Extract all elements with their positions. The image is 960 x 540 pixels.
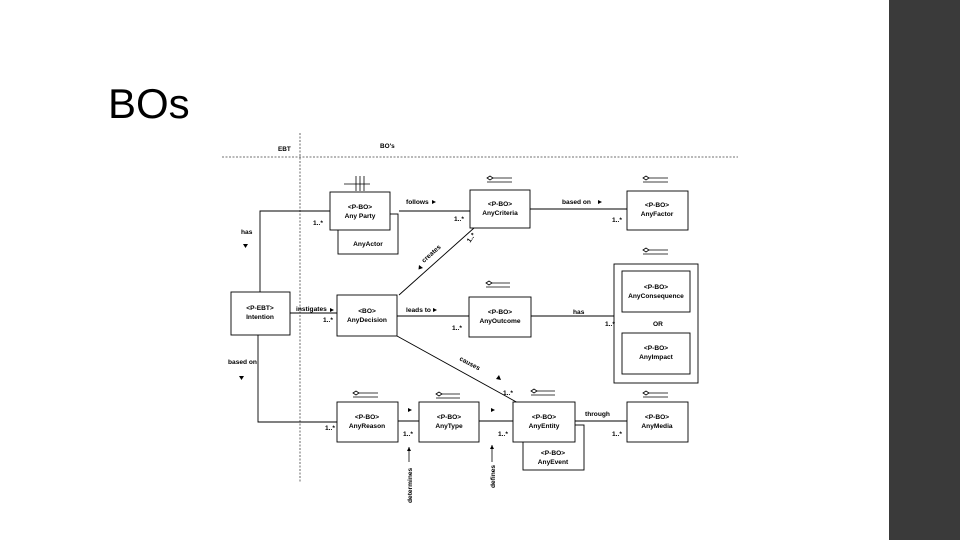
follows-arrow [432,200,436,204]
diamond-icon-reason [352,390,378,398]
mult-entity: 1..* [498,431,508,438]
based-on-top-arrow [598,200,602,204]
label-creates: creates [421,244,443,265]
box-anyoutcome[interactable] [468,296,532,338]
anyconsequence-stereotype: <P-BO> [644,284,668,291]
anydecision-stereotype: <BO> [358,308,376,315]
mult-criteria-left: 1..* [454,216,464,223]
separators [222,133,738,482]
header-bos: BO's [380,143,395,150]
anyoutcome-stereotype: <P-BO> [488,309,512,316]
label-causes: causes [458,356,481,373]
causes-arrow [496,375,501,380]
mult-media: 1..* [612,431,622,438]
box-anytype[interactable] [418,401,480,443]
anytype-name: AnyType [435,423,463,430]
mult-party: 1..* [313,220,323,227]
anymedia-name: AnyMedia [641,423,672,430]
intention-stereotype: <P-EBT> [246,305,274,312]
anyimpact-stereotype: <P-BO> [644,345,668,352]
diamond-icon-group [642,247,668,255]
label-based-on-left: based on [228,359,257,366]
box-anyconsequence[interactable] [621,270,691,313]
slide-title: BOs [108,80,190,127]
type-entity-arrow [491,408,495,412]
label-determines: determines [407,467,414,503]
diamond-icon-media [642,390,668,398]
mult-consequence: 1..* [605,321,615,328]
mult-outcome: 1..* [452,325,462,332]
label-through: through [585,411,610,418]
diamond-icon-entity [530,388,555,396]
composition-icons [344,175,668,399]
anyconsequence-name: AnyConsequence [628,293,684,300]
mult-criteria-diag: 1..* [466,232,478,244]
creates-arrow [418,265,423,270]
diamond-icon-outcome [485,280,510,288]
anyreason-stereotype: <P-BO> [355,414,379,421]
mult-decision: 1..* [323,317,333,324]
sidebar-bar [889,0,960,540]
diamond-icon-factor [642,175,668,183]
box-anycriteria[interactable] [469,189,531,229]
instigates-arrow [330,308,334,312]
has-arrow [243,244,248,248]
box-anyparty[interactable] [329,191,391,231]
box-intention[interactable] [230,291,291,336]
anyevent-stereotype: <P-BO> [541,450,565,457]
anytype-stereotype: <P-BO> [437,414,461,421]
diamond-icon-type [435,391,460,399]
label-has: has [241,229,253,236]
anymedia-stereotype: <P-BO> [645,414,669,421]
box-anyreason[interactable] [336,401,399,443]
anydecision-name: AnyDecision [347,317,387,324]
label-based-on-top: based on [562,199,591,206]
fork-icon [344,176,370,191]
anyevent-name: AnyEvent [538,459,569,466]
label-has-right: has [573,309,585,316]
label-instigates: instigates [296,306,327,313]
header-ebt: EBT [278,146,291,153]
anyreason-name: AnyReason [349,423,385,430]
anyfactor-name: AnyFactor [641,211,674,218]
anycriteria-name: AnyCriteria [482,210,518,217]
box-anyentity[interactable] [512,401,576,443]
box-anymedia[interactable] [626,401,689,443]
mult-entity-top: 1..* [503,390,513,397]
anycriteria-stereotype: <P-BO> [488,201,512,208]
box-anyimpact[interactable] [621,332,691,375]
anyentity-name: AnyEntity [529,423,560,430]
diamond-icon-criteria [486,175,512,183]
anyoutcome-name: AnyOutcome [479,318,520,325]
mult-reason: 1..* [325,425,335,432]
based-on-arrow [239,376,244,380]
leads-to-arrow [433,308,437,312]
anyentity-stereotype: <P-BO> [532,414,556,421]
connectors [257,208,627,423]
anyparty-name: Any Party [345,213,376,220]
anyfactor-stereotype: <P-BO> [645,202,669,209]
anyimpact-name: AnyImpact [639,354,674,361]
label-follows: follows [406,199,429,206]
or-label: OR [653,321,663,328]
label-defines: defines [490,465,497,488]
direction-arrows [239,200,602,412]
intention-name: Intention [246,314,274,321]
anyparty-stereotype: <P-BO> [348,204,372,211]
reason-type-arrow [408,408,412,412]
mult-type: 1..* [403,431,413,438]
label-leads-to: leads to [406,307,431,314]
box-anyfactor[interactable] [626,190,689,231]
box-anydecision[interactable] [336,294,398,337]
anyactor-name: AnyActor [353,241,383,248]
mult-factor: 1..* [612,217,622,224]
